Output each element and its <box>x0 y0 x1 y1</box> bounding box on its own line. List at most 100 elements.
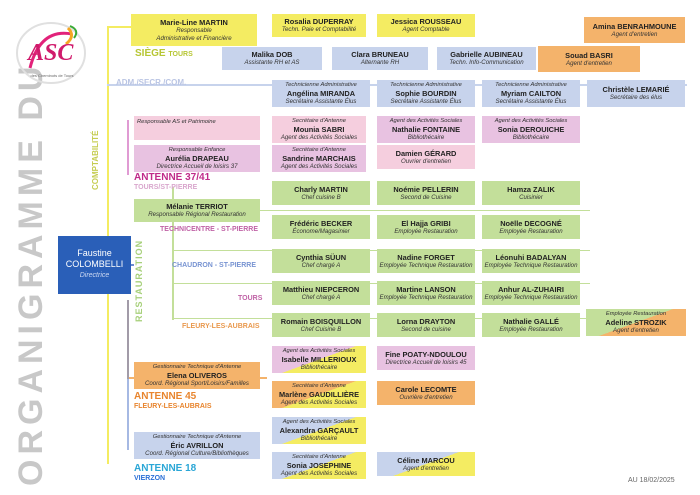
person-box-resp-as: Responsable AS et Patrimoine <box>134 116 260 140</box>
person-role: Bibliothécaire <box>512 133 550 141</box>
person-name: Angélina MIRANDA <box>286 88 356 98</box>
label-siege-tours: TOURS <box>168 51 193 58</box>
person-name: Lorna DRAYTON <box>396 316 456 326</box>
date-stamp: AU 18/02/2025 <box>628 477 675 484</box>
person-name: Frédéric BECKER <box>289 218 353 228</box>
person-role: Agent des Activités Sociales <box>280 133 358 141</box>
person-name: Mélanie TERRIOT <box>166 202 228 212</box>
person-role: Agent Comptable <box>402 26 450 34</box>
person-name: Souad BASRI <box>565 50 613 60</box>
person-role: Second de Cuisine <box>400 193 452 201</box>
person-name: Nathalie FONTAINE <box>391 124 461 134</box>
person-name: Martine LANSON <box>396 284 456 294</box>
person-name: Isabelle MILLERIOUX <box>281 354 357 364</box>
person-role: Ouvrier d'entretien <box>401 157 451 165</box>
person-role: Ouvrière d'entretien <box>399 393 453 401</box>
person-top: Agent des Activités Sociales <box>282 347 356 354</box>
connector-antenne18 <box>127 300 129 450</box>
person-name: Anhur AL-ZUHAIRI <box>498 284 564 294</box>
person-top: Employée Restauration <box>605 310 667 317</box>
label-chaudron: CHAUDRON - ST-PIERRE <box>172 262 257 269</box>
person-role: Chef Cuisine B <box>300 325 342 333</box>
person-name: Mounia SABRI <box>293 124 345 134</box>
person-role: Employée Restauration <box>394 227 458 235</box>
person-name: Matthieu NIEPCERON <box>282 284 360 294</box>
person-top: Technicienne Administrative <box>285 81 357 88</box>
person-role: Cuisinier <box>519 193 543 201</box>
label-technicentre: TECHNICENTRE - ST-PIERRE <box>160 226 259 233</box>
person-name: Sophie BOURDIN <box>395 88 457 98</box>
label-siege-text: SIÈGE <box>135 48 166 59</box>
person-name: Adeline STROZIK <box>605 317 667 327</box>
person-role: Secrétaire des élus <box>609 94 663 102</box>
person-role: Assistante RH et AS <box>244 59 300 67</box>
person-role: Alternante RH <box>360 59 400 67</box>
label-comptabilite: COMPTABILITÉ <box>91 130 100 190</box>
person-name: Jessica ROUSSEAU <box>390 17 462 27</box>
person-name: Gabrielle AUBINEAU <box>450 50 523 60</box>
person-role: Directrice Accueil de loisirs 45 <box>385 358 467 366</box>
label-antenne45: ANTENNE 45 <box>134 391 197 402</box>
label-antenne3741: ANTENNE 37/41 <box>134 172 211 183</box>
person-role: Employée Technique Restauration <box>379 293 473 301</box>
person-name: Noémie PELLERIN <box>393 184 459 194</box>
person-top: Technicienne Administrative <box>495 81 567 88</box>
person-name: Noëlle DECOGNÉ <box>500 218 562 228</box>
person-role2: Administrative et Financière <box>156 34 232 42</box>
person-role: Agent d'entretien <box>613 326 659 334</box>
person-top: Secrétaire d'Antenne <box>292 453 346 460</box>
person-name: Elena OLIVEROS <box>167 370 227 380</box>
director-name2: COLOMBELLI <box>65 259 124 269</box>
person-name: Céline MARCOU <box>397 455 455 465</box>
person-role: Chef chargé A <box>301 261 341 269</box>
person-name: Hamza ZALIK <box>507 184 555 194</box>
logo: ASC des Cheminots de Tours <box>10 18 92 88</box>
person-name: Éric AVRILLON <box>170 440 224 450</box>
person-role: Employée Technique Restauration <box>484 293 578 301</box>
label-fleury: FLEURY-LES-AUBRAIS <box>182 323 260 330</box>
person-name: Sonia DEROUICHE <box>497 124 565 134</box>
person-top: Gestionnaire Technique d'Antenne <box>152 363 242 370</box>
person-role: Responsable <box>176 27 212 35</box>
person-name: Malika DOB <box>251 50 293 60</box>
person-name: El Hajja GRIBI <box>401 218 451 228</box>
person-name: Nathalie GALLÉ <box>503 316 559 326</box>
person-top: Responsable AS et Patrimoine <box>137 119 216 125</box>
person-top: Technicienne Administrative <box>390 81 462 88</box>
person-top: Gestionnaire Technique d'Antenne <box>152 433 242 440</box>
person-role: Bibliothécaire <box>300 363 338 371</box>
person-role: Bibliothécaire <box>407 133 445 141</box>
person-role: Employée Technique Restauration <box>379 261 473 269</box>
person-role: Bibliothécaire <box>300 434 338 442</box>
person-role: Agent des Activités Sociales <box>280 162 358 170</box>
person-role: Agent d'entretien <box>403 464 449 472</box>
person-name: Nadine FORGET <box>397 252 455 262</box>
person-top: Secrétaire d'Antenne <box>292 146 346 153</box>
person-top: Secrétaire d'Antenne <box>292 382 346 389</box>
logo-letters: ASC <box>28 40 74 66</box>
person-name: Fine POATY-NDOULOU <box>385 349 467 359</box>
